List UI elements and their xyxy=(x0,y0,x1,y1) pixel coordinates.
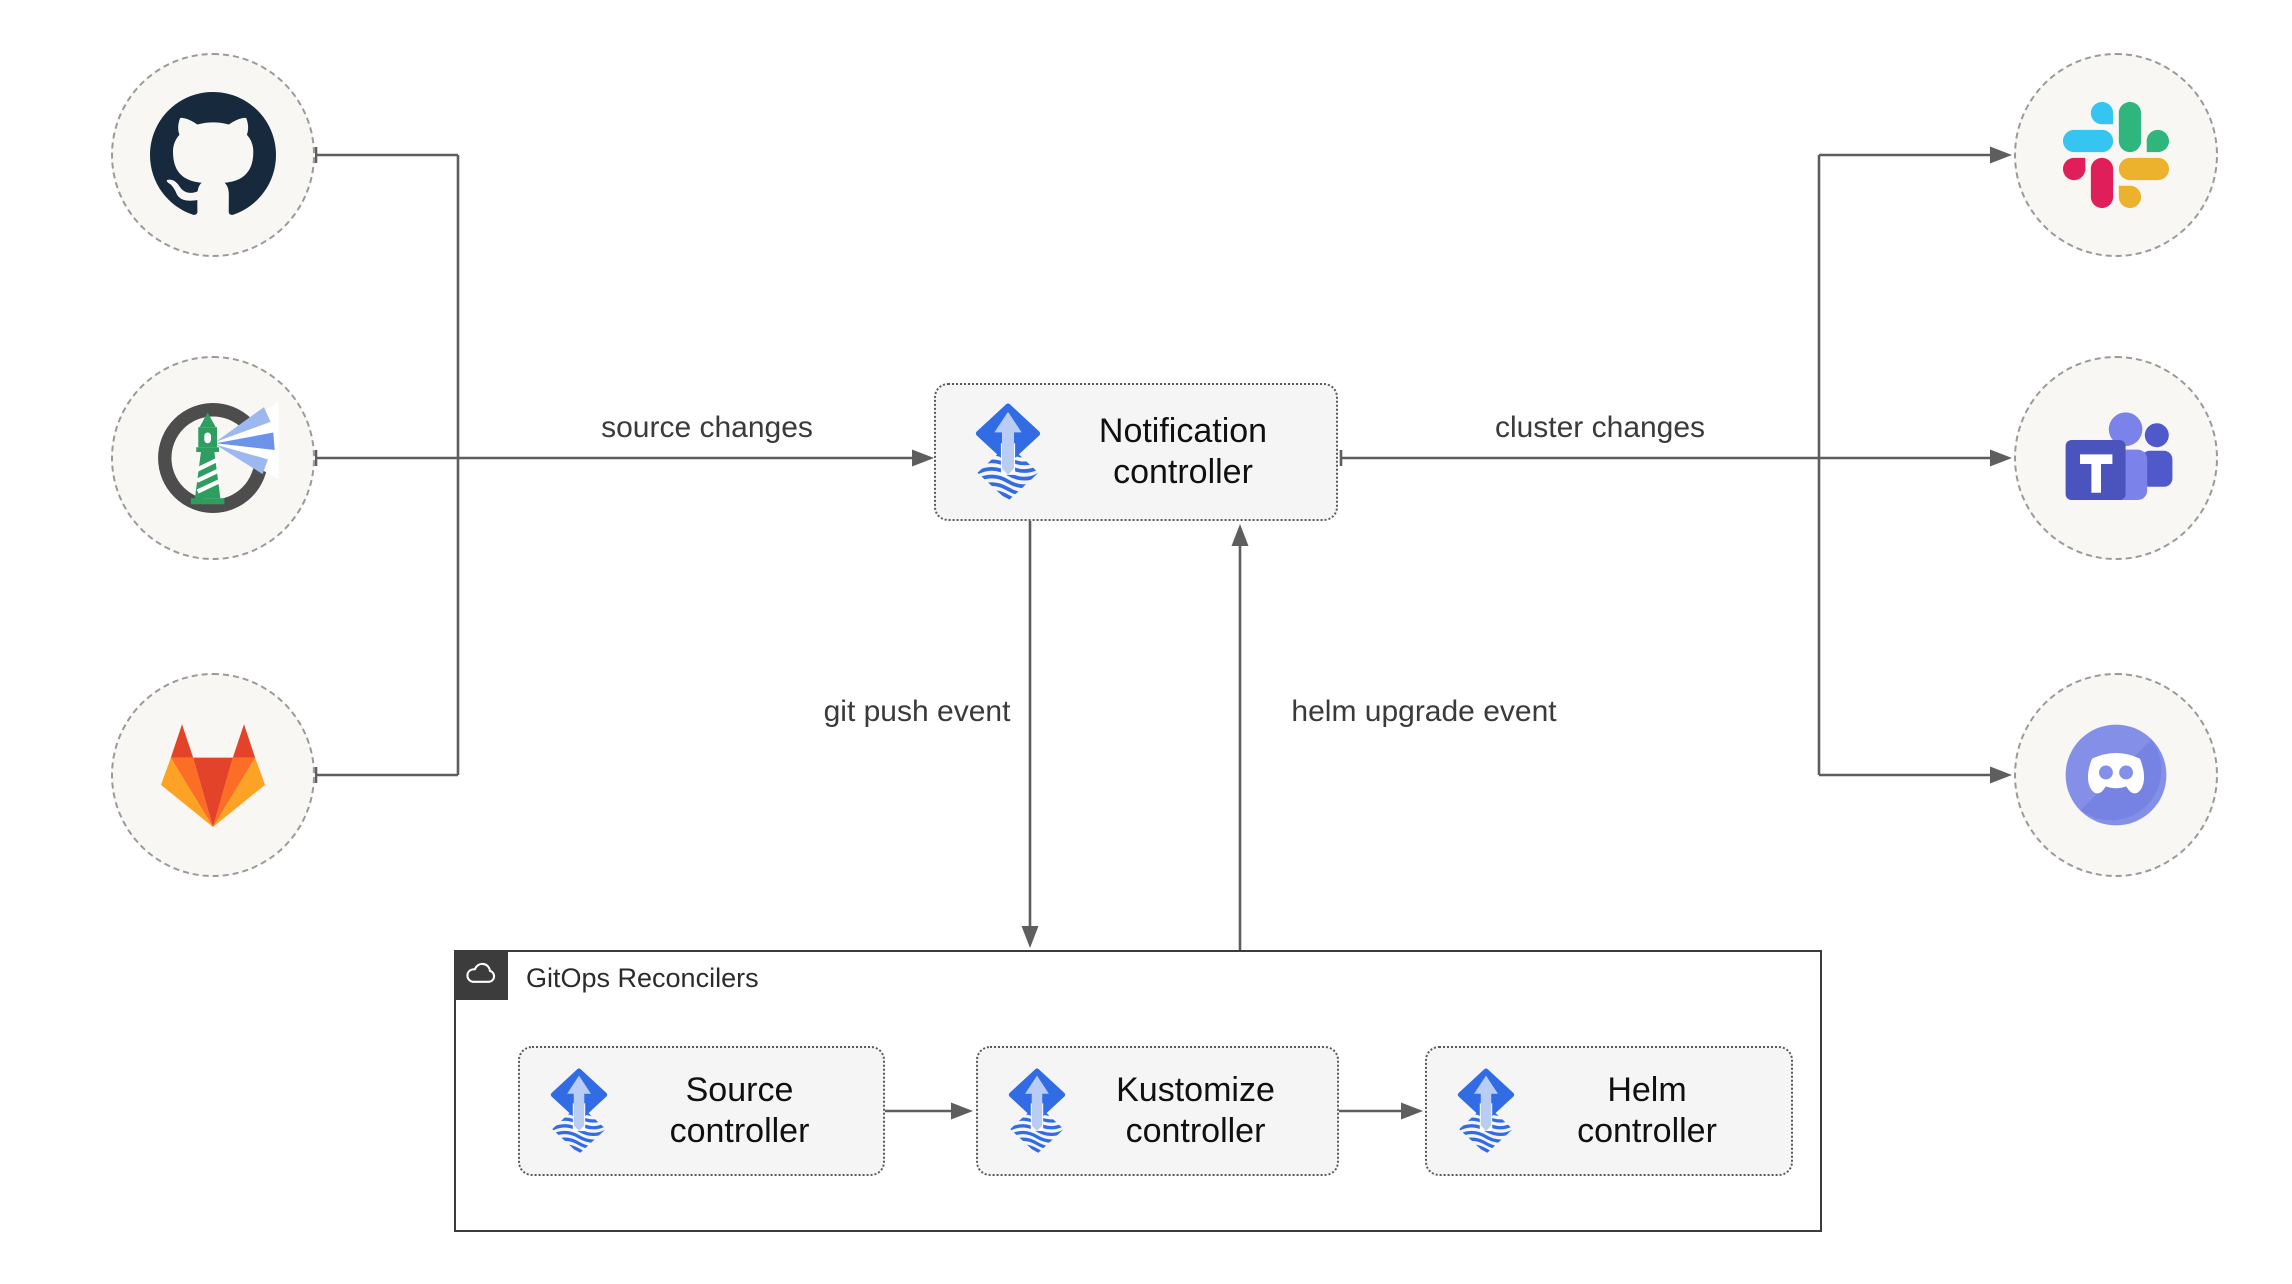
arrowhead xyxy=(1990,146,2012,164)
edge-label-source-changes: source changes xyxy=(601,411,813,444)
source-node-gitlab xyxy=(111,673,315,877)
flux-icon xyxy=(550,1068,608,1154)
arrowhead xyxy=(1990,766,2012,784)
arrowhead xyxy=(912,449,934,467)
node-label-line2: controller xyxy=(1125,1112,1266,1150)
flux-icon xyxy=(974,403,1042,501)
node-label-line2: controller xyxy=(669,1112,810,1150)
arrowhead xyxy=(1990,449,2012,467)
source-controller-node: Source controller xyxy=(518,1046,885,1176)
helm-controller-node: Helm controller xyxy=(1425,1046,1793,1176)
harbor-icon xyxy=(146,391,280,525)
node-label-line1: Kustomize xyxy=(1116,1071,1275,1109)
github-icon xyxy=(150,92,276,218)
arrowhead xyxy=(1231,524,1249,546)
flux-icon xyxy=(1457,1068,1515,1154)
cloud-icon xyxy=(464,962,498,988)
node-label-line1: Source xyxy=(685,1071,794,1109)
edge-label-git-push-event: git push event xyxy=(823,695,1011,728)
node-label-line1: Helm xyxy=(1607,1071,1687,1109)
node-label: Notification controller xyxy=(1042,411,1336,493)
container-corner-badge xyxy=(454,950,508,1000)
edge-label-helm-upgrade-event: helm upgrade event xyxy=(1291,695,1557,728)
node-label-line2: controller xyxy=(1577,1112,1717,1150)
kustomize-controller-node: Kustomize controller xyxy=(976,1046,1339,1176)
target-node-discord xyxy=(2014,673,2218,877)
container-title: GitOps Reconcilers xyxy=(526,963,759,993)
arrowhead xyxy=(1021,926,1039,948)
slack-icon xyxy=(2063,102,2169,208)
notification-controller-node: Notification controller xyxy=(934,383,1338,521)
node-label: Source controller xyxy=(608,1070,883,1152)
gitops-reconcilers-container: GitOps Reconcilers xyxy=(454,950,1822,1232)
edge-label-cluster-changes: cluster changes xyxy=(1494,411,1706,444)
discord-icon xyxy=(2053,712,2179,838)
target-node-slack xyxy=(2014,53,2218,257)
source-node-github xyxy=(111,53,315,257)
node-label: Helm controller xyxy=(1515,1070,1791,1152)
node-label-line1: Notification xyxy=(1098,412,1268,450)
flux-icon xyxy=(1008,1068,1066,1154)
node-label: Kustomize controller xyxy=(1066,1070,1337,1152)
node-label-line2: controller xyxy=(1113,453,1253,491)
source-node-harbor xyxy=(111,356,315,560)
teams-icon xyxy=(2056,398,2176,518)
gitlab-icon xyxy=(151,718,275,832)
target-node-teams xyxy=(2014,356,2218,560)
